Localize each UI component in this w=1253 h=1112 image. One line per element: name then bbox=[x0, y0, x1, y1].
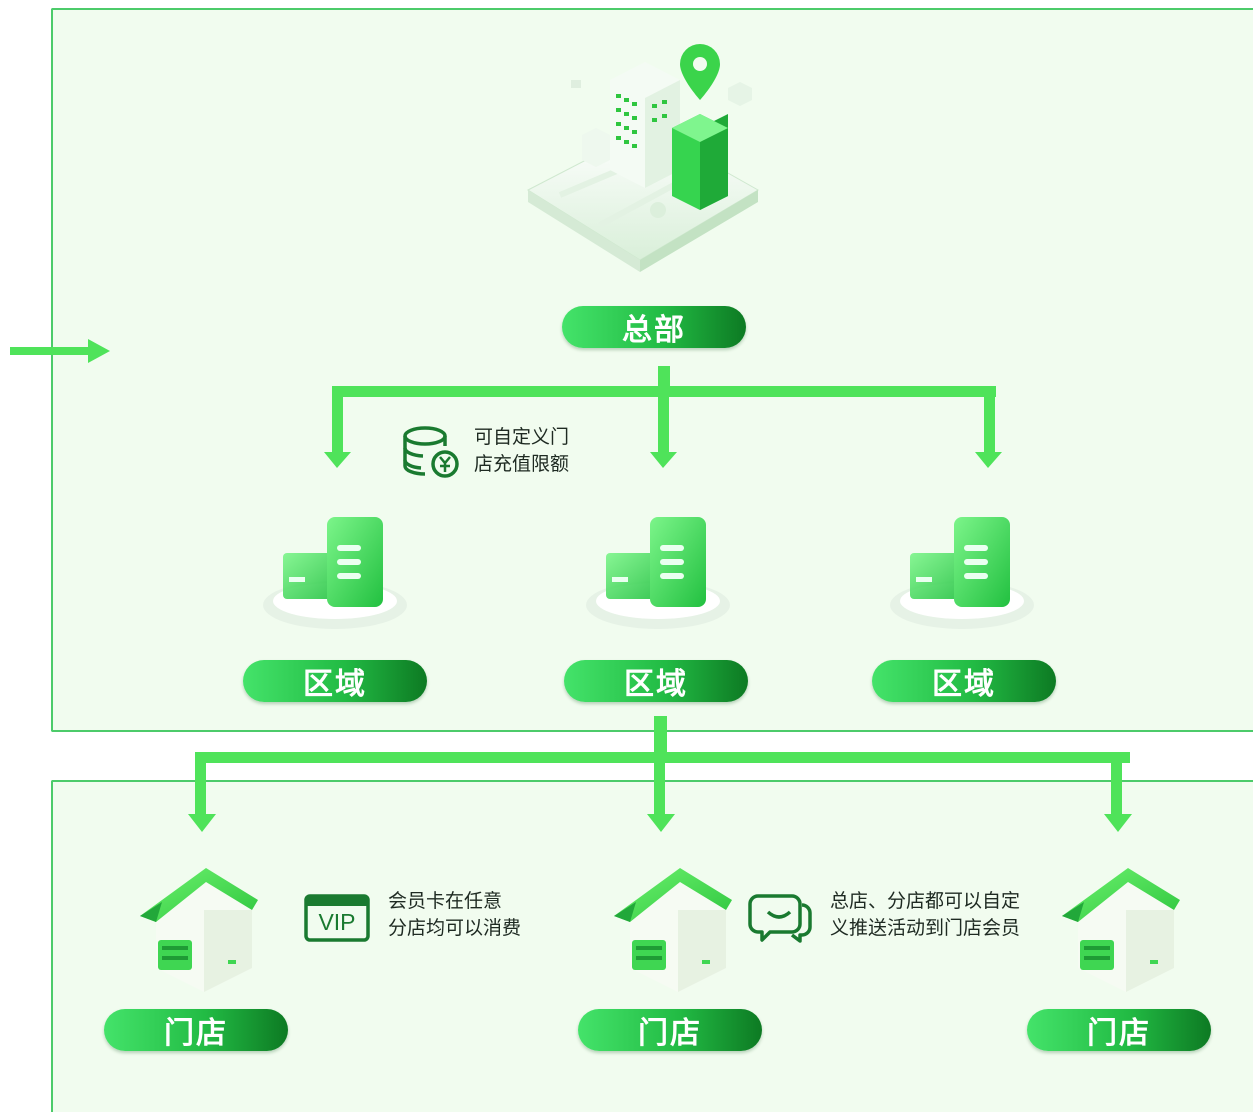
chat-bubble-icon bbox=[748, 894, 812, 943]
coin-stack-yuan-icon bbox=[403, 426, 459, 478]
vip-note-line1: 会员卡在任意 bbox=[388, 890, 503, 912]
region-building-icon-3 bbox=[890, 517, 1034, 629]
hq-to-region-connectors bbox=[324, 366, 1002, 468]
region-to-store-connectors bbox=[188, 716, 1132, 832]
store-house-icon-3 bbox=[1062, 868, 1180, 992]
region-label-1: 区域 bbox=[243, 660, 427, 702]
entry-arrow bbox=[10, 339, 110, 363]
region-building-icon-1 bbox=[263, 517, 407, 629]
push-note-line1: 总店、分店都可以自定 bbox=[830, 890, 1021, 912]
push-note-line2: 义推送活动到门店会员 bbox=[830, 917, 1021, 939]
vip-card-icon bbox=[304, 894, 370, 942]
store-label-2: 门店 bbox=[578, 1009, 762, 1051]
vip-note-line2: 分店均可以消费 bbox=[388, 917, 522, 939]
store-house-icon-1 bbox=[140, 868, 258, 992]
recharge-note-line2: 店充值限额 bbox=[474, 453, 570, 475]
recharge-note-line1: 可自定义门 bbox=[474, 426, 570, 448]
push-activity-note: 总店、分店都可以自定 义推送活动到门店会员 bbox=[830, 888, 1020, 942]
vip-card-note: 会员卡在任意 分店均可以消费 bbox=[388, 888, 521, 942]
store-label-1: 门店 bbox=[104, 1009, 288, 1051]
region-building-icon-2 bbox=[586, 517, 730, 629]
region-label-2: 区域 bbox=[564, 660, 748, 702]
vip-badge-text: VIP bbox=[318, 909, 356, 935]
headquarters-label: 总部 bbox=[562, 306, 746, 348]
recharge-limit-note: 可自定义门 店充值限额 bbox=[474, 424, 569, 478]
store-house-icon-2 bbox=[614, 868, 732, 992]
store-label-3: 门店 bbox=[1027, 1009, 1211, 1051]
city-block-icon bbox=[526, 44, 759, 272]
region-label-3: 区域 bbox=[872, 660, 1056, 702]
